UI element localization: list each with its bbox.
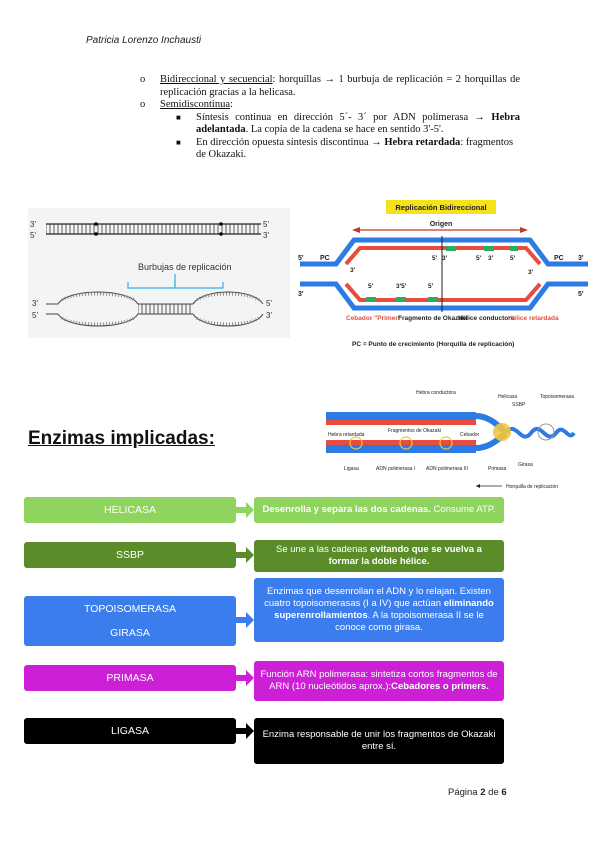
fork-conductora: Hebra conductora — [416, 390, 456, 396]
page-number: Página 2 de 6 — [448, 787, 507, 798]
lbl-r5: 5' — [578, 291, 584, 298]
fork-girasa: Girasa — [518, 462, 533, 468]
desc-topo-b: eliminando superenrollamientos — [274, 598, 494, 621]
replication-fork-figure: Hebra conductora Helicasa SSBP Topoisome… — [326, 384, 576, 496]
sub1-bold: Hebra adelantada — [196, 111, 520, 136]
desc-primasa-a: Función ARN polimerasa: sintetiza cortos… — [260, 669, 498, 692]
arrow-ssbp-icon — [236, 547, 254, 563]
fork-helicasa: Helicasa — [498, 394, 517, 400]
section-title: Enzimas implicadas: — [28, 428, 215, 449]
lagging-label: Hélice retardada — [508, 315, 559, 322]
arrow-topo-icon — [236, 612, 254, 628]
label-5prime-r: 5' — [263, 220, 269, 229]
footer-mid: de — [485, 787, 502, 798]
enzyme-primasa: PRIMASA — [24, 665, 236, 691]
desc-ssbp: Se une a las cadenas evitando que se vue… — [254, 540, 504, 572]
author-name: Patricia Lorenzo Inchausti — [86, 35, 202, 46]
lbl-i3e: 3' — [528, 269, 534, 276]
desc-ligasa-a: Enzima responsable de unir los fragmento… — [262, 729, 496, 752]
desc-ssbp-b: evitando que se vuelva a formar la doble… — [328, 544, 482, 567]
sub1-pre: Síntesis continua en dirección 5´- 3´ po… — [196, 111, 492, 123]
desc-ligasa: Enzima responsable de unir los fragmento… — [254, 718, 504, 764]
enzyme-girasa-name: GIRASA — [110, 627, 150, 639]
fork-retardada: Hebra retardada — [328, 432, 365, 438]
lbl-i5c: 5' — [432, 255, 438, 262]
text-bidireccional: : horquillas → 1 burbuja de replicación … — [160, 74, 520, 98]
arrow-primasa-icon — [236, 670, 254, 686]
label-3prime-r: 3' — [263, 231, 269, 240]
okazaki-label: Fragmento de Okazaki — [398, 315, 468, 322]
desc-helicasa-a: Desenrolla y separa las dos cadenas. — [262, 504, 431, 515]
label-3prime: 3' — [30, 220, 36, 229]
pc-right: PC — [554, 255, 564, 262]
sub2-post: : fragmentos de Okazaki. — [196, 136, 514, 161]
lbl-b3: 3' — [32, 299, 38, 308]
lbl-l3: 3' — [298, 291, 304, 298]
bidirectional-replication-figure: Replicación Bidireccional Origen 5' PC 3… — [296, 196, 592, 354]
lbl-i5: 5' — [368, 283, 374, 290]
label-5prime: 5' — [30, 231, 36, 240]
leading-label: Hélice conductora — [458, 315, 515, 322]
sub2-pre: En dirección opuesta síntesis discontinu… — [196, 136, 385, 148]
enzyme-ssbp: SSBP — [24, 542, 236, 568]
fork-primasa: Primasa — [488, 466, 507, 472]
fork-cebador: Cebador — [460, 432, 480, 438]
lbl-i3c: 3' — [442, 255, 448, 262]
primer-label: Cebador "Primer" — [346, 315, 401, 322]
colon: : — [230, 99, 233, 110]
fork-pol1: ADN polimerasa I — [376, 466, 415, 472]
enzyme-topo-name: TOPOISOMERASA — [84, 603, 176, 615]
bubbles-label: Burbujas de replicación — [138, 262, 232, 272]
footer-page: 2 — [480, 787, 486, 798]
fork-fragmentos: Fragmentos de Okazaki — [388, 428, 441, 434]
bidir-caption: PC = Punto de crecimiento (Horquilla de … — [352, 341, 514, 348]
replication-bubbles-figure: 3' 5' 5' 3' Burbujas de replicación 3' 5… — [28, 208, 290, 338]
footer-pre: Página — [448, 787, 481, 798]
fork-ssbp: SSBP — [512, 402, 526, 408]
fork-pol3: ADN polimerasa III — [426, 466, 468, 472]
sub2-bold: Hebra retardada — [384, 136, 461, 148]
sub1-post: . La copia de la cadena se hace en senti… — [245, 124, 444, 135]
lbl-b5: 5' — [32, 311, 38, 320]
enzyme-ligasa: LIGASA — [24, 718, 236, 744]
lbl-i3: 3' — [350, 267, 356, 274]
lbl-b5r: 5' — [266, 299, 272, 308]
arrow-helicasa-icon — [236, 502, 254, 518]
lbl-i35: 3'5' — [396, 283, 407, 290]
term-semidiscontinua: Semidiscontinua — [160, 99, 230, 110]
lbl-r3: 3' — [578, 255, 584, 262]
desc-topoisomerasa: Enzimas que desenrollan el ADN y lo rela… — [254, 578, 504, 642]
desc-helicasa: Desenrolla y separa las dos cadenas. Con… — [254, 497, 504, 523]
footer-total: 6 — [501, 787, 507, 798]
fork-horquilla: Horquilla de replicación — [506, 484, 558, 490]
subbullet-discontinua: ■En dirección opuesta síntesis discontin… — [176, 136, 514, 161]
lbl-l5: 5' — [298, 255, 304, 262]
desc-topo-a: Enzimas que desenrollan el ADN y lo rela… — [264, 586, 491, 609]
fork-ligasa: Ligasa — [344, 466, 359, 472]
bidir-title: Replicación Bidireccional — [395, 203, 486, 212]
lbl-i3d: 3' — [488, 255, 494, 262]
desc-primasa: Función ARN polimerasa: sintetiza cortos… — [254, 661, 504, 701]
enzyme-topoisomerasa: TOPOISOMERASA GIRASA — [24, 596, 236, 646]
desc-topo-c: . A la topoisomerasa II se le conoce com… — [335, 610, 484, 633]
subbullet-continua: ■Síntesis continua en dirección 5´- 3´ p… — [176, 111, 520, 136]
desc-ssbp-a: Se une a las cadenas — [276, 544, 371, 555]
lbl-i5e: 5' — [510, 255, 516, 262]
arrow-ligasa-icon — [236, 723, 254, 739]
desc-primasa-b: Cebadores o primers. — [391, 681, 489, 692]
term-bidireccional: Bidireccional y secuencial — [160, 74, 273, 85]
enzyme-helicasa: HELICASA — [24, 497, 236, 523]
origin-label: Origen — [430, 221, 453, 228]
lbl-i5d: 5' — [476, 255, 482, 262]
desc-helicasa-b: Consume ATP. — [430, 504, 496, 515]
fork-topo: Topoisomerasa — [540, 394, 574, 400]
lbl-i5b: 5' — [428, 283, 434, 290]
lbl-b3r: 3' — [266, 311, 272, 320]
pc-left: PC — [320, 255, 330, 262]
